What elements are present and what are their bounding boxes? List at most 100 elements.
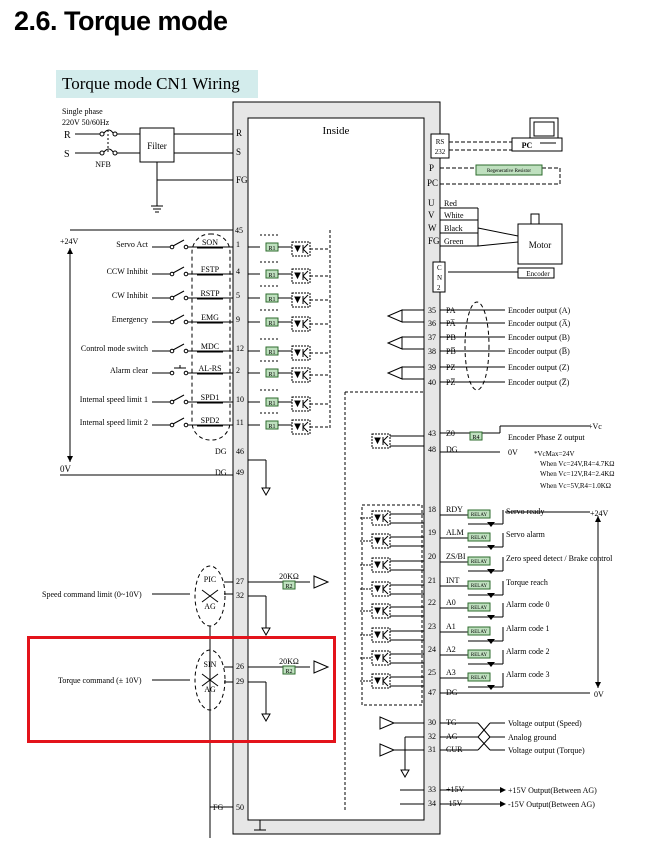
switch-contact — [183, 422, 189, 428]
pin-48: 48 — [428, 445, 436, 454]
dg-pin-49: 49 — [236, 468, 244, 477]
input-optocoupler-led — [294, 296, 301, 304]
pin-47: 47 — [428, 688, 436, 697]
output-signal-21: INT — [446, 576, 459, 585]
nfb-contact — [112, 150, 118, 156]
switch-blade — [172, 266, 185, 274]
relay-coil — [467, 672, 491, 682]
input-pin-10: 10 — [236, 395, 244, 404]
input-optocoupler-led — [294, 400, 301, 408]
output-optocoupler-transistor — [382, 564, 389, 571]
torque-command-highlight — [27, 636, 336, 743]
zphase-0v: 0V — [508, 448, 518, 457]
output-optocoupler-transistor — [382, 675, 389, 682]
page-heading: 2.6. Torque mode — [14, 6, 228, 36]
encoder-driver — [386, 366, 403, 380]
switch-contact — [169, 399, 175, 405]
speed-limit-impedance: 20KΩ — [279, 572, 299, 581]
output-optocoupler-transistor — [382, 535, 389, 542]
nfb-contact — [99, 150, 105, 156]
supply-line-1: Single phase — [62, 107, 103, 116]
relay-coil — [467, 626, 491, 636]
r2-resistor-torque — [282, 665, 296, 675]
switch-contact — [169, 370, 175, 376]
motor-wire-white: White — [444, 211, 464, 220]
filter-label: Filter — [147, 141, 167, 151]
relay-coil — [467, 556, 491, 566]
speed-limit-ground — [261, 627, 271, 637]
encoder-pin-36: 36 — [428, 319, 436, 328]
vc-label: +Vc — [588, 422, 602, 431]
inside-label: Inside — [323, 125, 350, 137]
speed-limit-pic: PIC — [204, 575, 216, 584]
output-optocoupler-transistor — [382, 588, 389, 595]
relay-label: RELAY — [471, 560, 488, 565]
output-pin-23: 23 — [428, 622, 436, 631]
input-signal-rstp: RSTP — [200, 289, 220, 298]
nfb-label: NFB — [95, 160, 111, 169]
motor-pin-u: U — [428, 198, 435, 208]
motor-body — [517, 223, 563, 265]
relay-label: RELAY — [471, 676, 488, 681]
torque-command-label: Torque command (± 10V) — [58, 676, 142, 685]
output-pin-24: 24 — [428, 645, 436, 654]
motor-wire-red: Red — [444, 199, 457, 208]
power-pin-34: 34 — [428, 799, 436, 808]
output-signal-19: ALM — [446, 528, 464, 537]
supply-0v: 0V — [60, 464, 72, 474]
output-pin-18: 18 — [428, 505, 436, 514]
analog-desc-31: Voltage output (Torque) — [508, 746, 585, 755]
regen-resistor-label: Regenerative Resistor — [487, 169, 531, 174]
encoder-label: Encoder — [526, 270, 550, 278]
regen-resistor — [475, 164, 543, 176]
analog-pin-30: 30 — [428, 718, 436, 727]
torque-command-ground — [261, 713, 271, 723]
input-optocoupler-transistor — [302, 294, 309, 301]
output-optocoupler-led — [374, 654, 381, 662]
output-optocoupler-led — [374, 561, 381, 569]
output-signal-25: A3 — [446, 668, 456, 677]
input-label-1: Servo Act — [116, 240, 149, 249]
r1-resistor-label: R1 — [268, 297, 275, 303]
input-optocoupler-led — [294, 320, 301, 328]
relay-label: RELAY — [471, 536, 488, 541]
input-optocoupler-transistor — [302, 323, 309, 330]
pc-label: PC — [522, 141, 533, 150]
r1-resistor-label: R1 — [268, 321, 275, 327]
pin-26: 26 — [236, 662, 244, 671]
input-signal-fstp: FSTP — [201, 265, 220, 274]
r4-resistor-label: R4 — [472, 435, 479, 441]
zphase-desc: Encoder Phase Z output — [508, 433, 585, 442]
relay-label: RELAY — [471, 513, 488, 518]
output-optocoupler-transistor — [382, 517, 389, 524]
motor-pin-v: V — [428, 210, 435, 220]
r2-resistor-torque-label: R2 — [285, 669, 292, 675]
input-pin-11: 11 — [236, 418, 244, 427]
switch-contact — [183, 244, 189, 250]
analog-twist — [477, 736, 491, 751]
dg-label: DG — [215, 447, 227, 456]
switch-contact — [169, 422, 175, 428]
torque-command-twisted-pair — [194, 649, 226, 711]
input-signal-emg: EMG — [201, 313, 219, 322]
relay-label: RELAY — [471, 606, 488, 611]
switch-contact — [183, 348, 189, 354]
encoder-pin-40: 40 — [428, 378, 436, 387]
pin-27: 27 — [236, 577, 244, 586]
zphase-optocoupler-transistor — [382, 440, 389, 447]
switch-blade — [172, 239, 185, 247]
motor-label: Motor — [529, 240, 552, 250]
encoder-twisted-bundle — [464, 301, 490, 391]
output-desc-23: Alarm code 1 — [506, 624, 550, 633]
output-0v: 0V — [594, 690, 604, 699]
input-label-6: Alarm clear — [110, 366, 148, 375]
input-label-8: Internal speed limit 2 — [80, 418, 148, 427]
output-pin-21: 21 — [428, 576, 436, 585]
relay-label: RELAY — [471, 630, 488, 635]
switch-contact — [183, 399, 189, 405]
power-desc-33: +15V Output(Between AG) — [508, 786, 597, 795]
output-optocoupler-led — [374, 607, 381, 615]
analog-pin-32: 32 — [428, 732, 436, 741]
encoder-desc-40: Encoder output (Z̅) — [508, 378, 570, 387]
